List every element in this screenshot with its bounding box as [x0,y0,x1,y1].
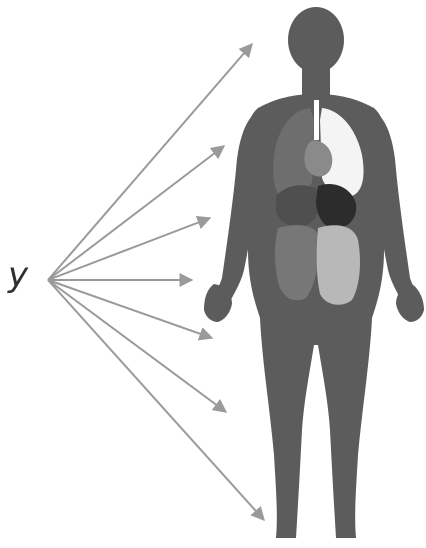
organs [273,100,363,305]
source-label-y: y [8,258,28,292]
arrow-5 [48,280,212,338]
large-intestine [317,225,360,304]
arrow-7 [48,280,264,520]
neck [302,66,330,98]
arrow-2 [48,146,224,280]
head [288,7,344,73]
trachea [314,100,319,140]
arrow-3 [48,218,210,280]
liver [276,185,319,226]
arrow-6 [48,280,226,412]
arrow-1 [48,44,252,280]
